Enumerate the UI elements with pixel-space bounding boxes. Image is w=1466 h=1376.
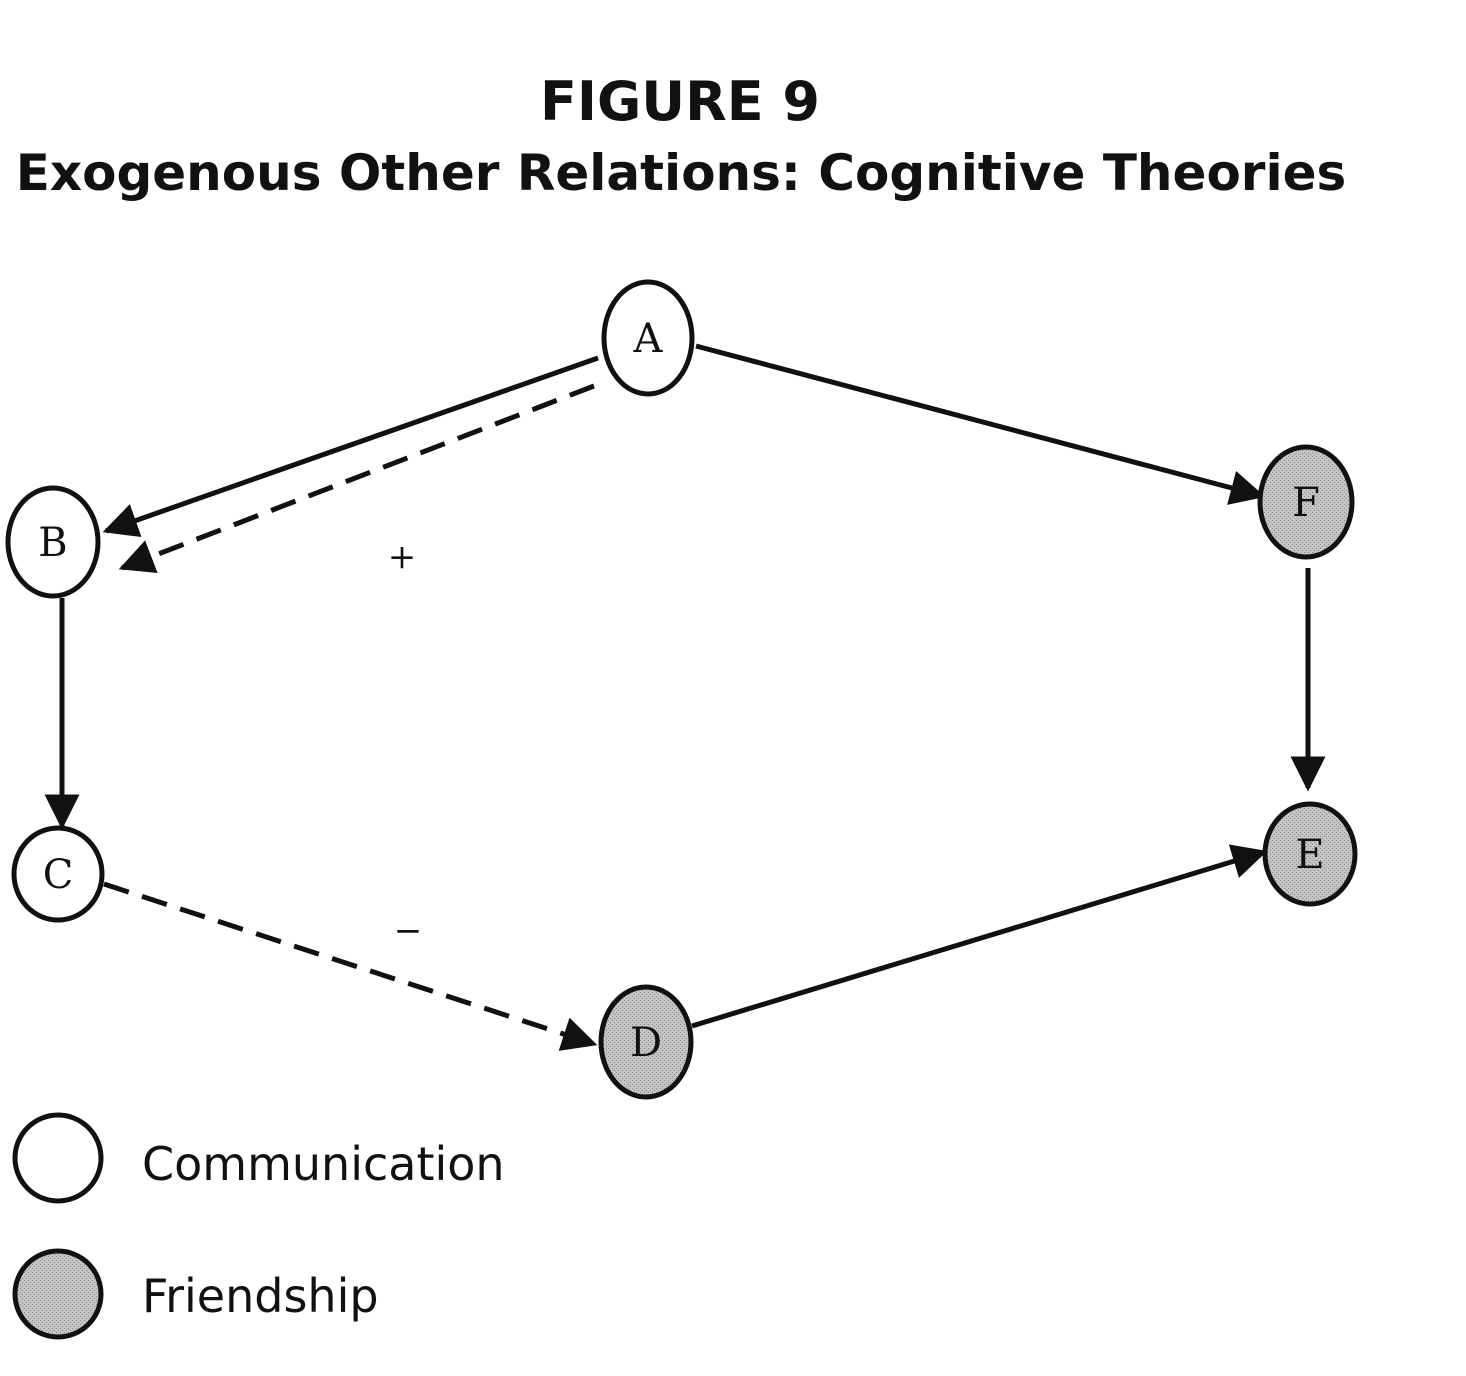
- node-a-label: A: [633, 316, 664, 362]
- figure-subtitle: Exogenous Other Relations: Cognitive The…: [15, 144, 1347, 202]
- legend-friendship-swatch: [12, 1248, 104, 1340]
- edge-a-to-b-dashed: [118, 383, 595, 573]
- edge-c-to-d-dashed: [103, 881, 598, 1051]
- legend: Communication Friendship: [12, 1112, 505, 1340]
- node-b-label: B: [38, 520, 67, 566]
- node-e: E: [1262, 801, 1358, 907]
- node-d-label: D: [630, 1020, 662, 1066]
- node-e-label: E: [1295, 832, 1324, 878]
- node-d: D: [598, 984, 694, 1100]
- figure-title: FIGURE 9: [540, 70, 820, 133]
- node-c-label: C: [43, 852, 74, 898]
- legend-communication-swatch: [12, 1112, 104, 1204]
- edge-d-to-e: [691, 844, 1268, 1029]
- node-b: B: [5, 485, 101, 599]
- node-c: C: [11, 825, 105, 923]
- legend-friendship-label: Friendship: [142, 1269, 379, 1323]
- edge-sign-plus: +: [388, 537, 417, 577]
- edge-sign-minus: −: [394, 911, 423, 951]
- legend-item-friendship: Friendship: [12, 1248, 379, 1340]
- edge-a-to-f: [695, 343, 1266, 505]
- edge-a-to-b-solid: [102, 355, 599, 538]
- edges: [44, 343, 1326, 1051]
- node-f-label: F: [1292, 480, 1320, 526]
- legend-communication-label: Communication: [142, 1137, 505, 1191]
- node-a: A: [601, 279, 695, 397]
- legend-item-communication: Communication: [12, 1112, 505, 1204]
- node-f: F: [1257, 444, 1355, 560]
